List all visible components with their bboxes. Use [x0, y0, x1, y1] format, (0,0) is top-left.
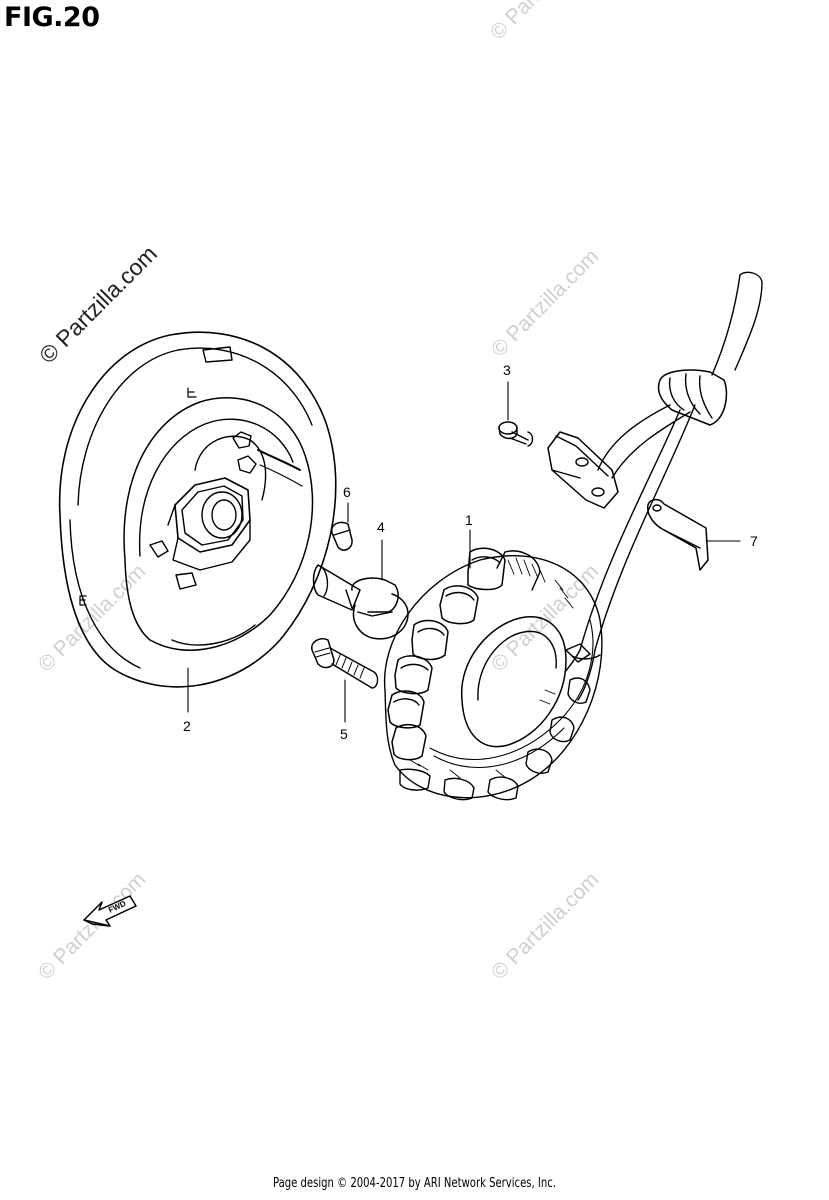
wire-harness [564, 271, 763, 701]
callout-7: 7 [750, 533, 758, 549]
leader-lines [187, 381, 741, 723]
fwd-arrow: FWD [83, 895, 137, 927]
callout-4: 4 [377, 519, 385, 535]
callout-5: 5 [340, 726, 348, 742]
rotor-part[interactable] [58, 331, 337, 688]
callout-2: 2 [183, 718, 191, 734]
callout-1: 1 [465, 512, 473, 528]
callout-3: 3 [503, 362, 511, 378]
bolt-4-part[interactable] [312, 564, 409, 640]
clamp-part[interactable] [647, 498, 709, 571]
figure-title: FIG.20 [4, 2, 100, 33]
page-footer: Page design © 2004-2017 by ARI Network S… [273, 1176, 556, 1191]
key-part[interactable] [331, 521, 353, 551]
stator-part[interactable] [383, 547, 603, 801]
sensor-part[interactable] [547, 431, 619, 509]
callout-6: 6 [343, 484, 351, 500]
screw-part[interactable] [498, 421, 534, 447]
bolt-5-part[interactable] [311, 638, 379, 689]
